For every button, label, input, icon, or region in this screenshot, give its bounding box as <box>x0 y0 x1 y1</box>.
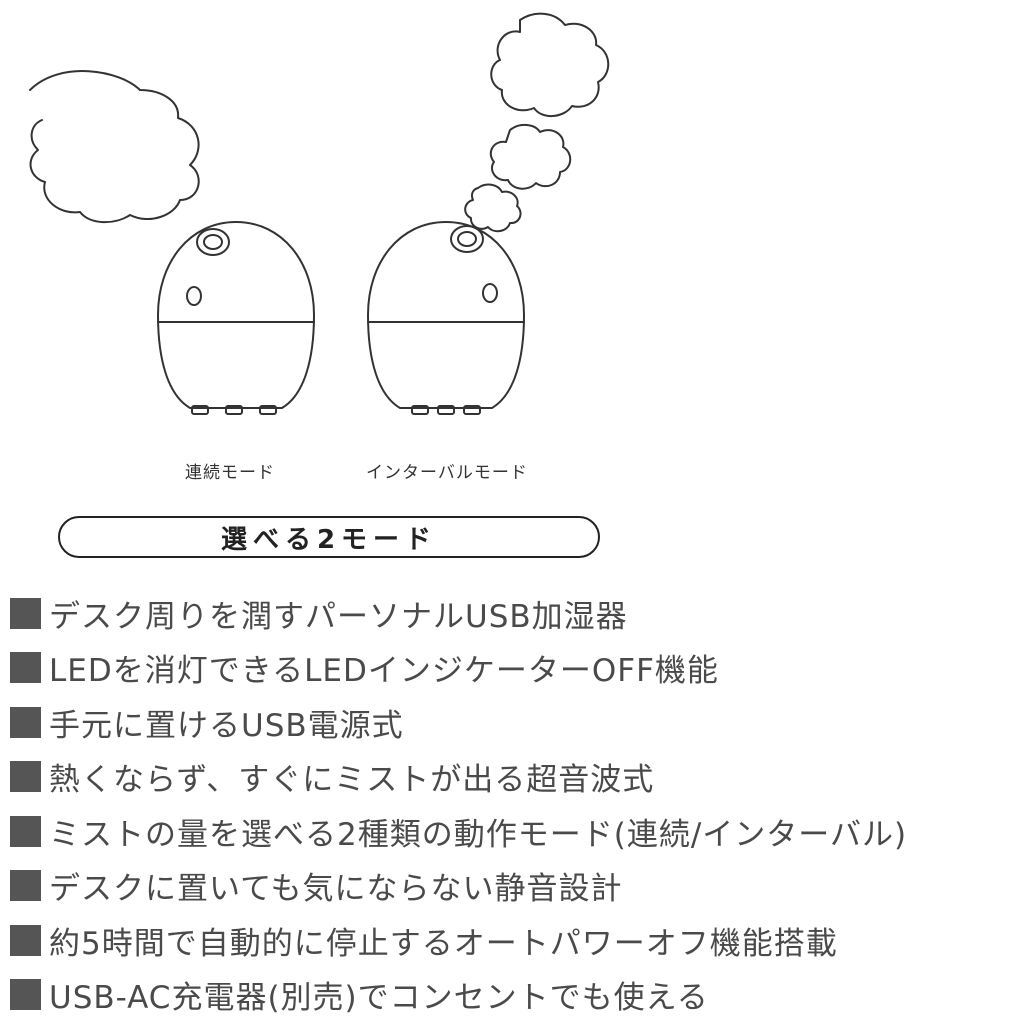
feature-text: LEDを消灯できるLEDインジケーターOFF機能 <box>49 653 719 690</box>
square-bullet-icon <box>10 761 41 793</box>
square-bullet-icon <box>10 924 41 956</box>
feature-text: 手元に置けるUSB電源式 <box>49 707 404 744</box>
feature-item: 約5時間で自動的に停止するオートパワーオフ機能搭載 <box>10 913 1020 968</box>
feature-text: デスク周りを潤すパーソナルUSB加湿器 <box>49 598 628 635</box>
continuous-humidifier <box>157 221 315 415</box>
interval-mist-cloud-medium <box>489 124 572 190</box>
modes-title-pill: 選べる2モード <box>58 516 600 558</box>
modes-title: 選べる2モード <box>220 524 438 555</box>
feature-item: 熱くならず、すぐにミストが出る超音波式 <box>10 750 1020 805</box>
feature-list: デスク周りを潤すパーソナルUSB加湿器 LEDを消灯できるLEDインジケーターO… <box>10 586 1020 1022</box>
square-bullet-icon <box>10 815 41 847</box>
feature-text: 約5時間で自動的に停止するオートパワーオフ機能搭載 <box>49 925 838 962</box>
feature-item: デスクに置いても気にならない静音設計 <box>10 859 1020 914</box>
square-bullet-icon <box>10 979 41 1011</box>
feature-item: 手元に置けるUSB電源式 <box>10 695 1020 750</box>
square-bullet-icon <box>10 652 41 684</box>
feature-item: LEDを消灯できるLEDインジケーターOFF機能 <box>10 641 1020 696</box>
feature-text: USB-AC充電器(別売)でコンセントでも使える <box>49 980 709 1017</box>
feature-item: USB-AC充電器(別売)でコンセントでも使える <box>10 968 1020 1023</box>
interval-mode-label: インターバルモード <box>366 463 528 483</box>
humidifier-illustration <box>29 12 610 415</box>
feature-text: ミストの量を選べる2種類の動作モード(連続/インターバル) <box>49 816 908 853</box>
continuous-mist-cloud <box>29 70 200 224</box>
feature-text: 熱くならず、すぐにミストが出る超音波式 <box>49 762 655 799</box>
interval-mist-cloud-small <box>464 183 522 233</box>
square-bullet-icon <box>10 597 41 629</box>
square-bullet-icon <box>10 706 41 738</box>
feature-text: デスクに置いても気にならない静音設計 <box>49 871 623 908</box>
continuous-mode-label: 連続モード <box>185 463 275 483</box>
interval-mist-cloud-large <box>490 12 610 117</box>
interval-humidifier <box>367 221 525 415</box>
feature-item: ミストの量を選べる2種類の動作モード(連続/インターバル) <box>10 804 1020 859</box>
feature-item: デスク周りを潤すパーソナルUSB加湿器 <box>10 586 1020 641</box>
square-bullet-icon <box>10 870 41 902</box>
